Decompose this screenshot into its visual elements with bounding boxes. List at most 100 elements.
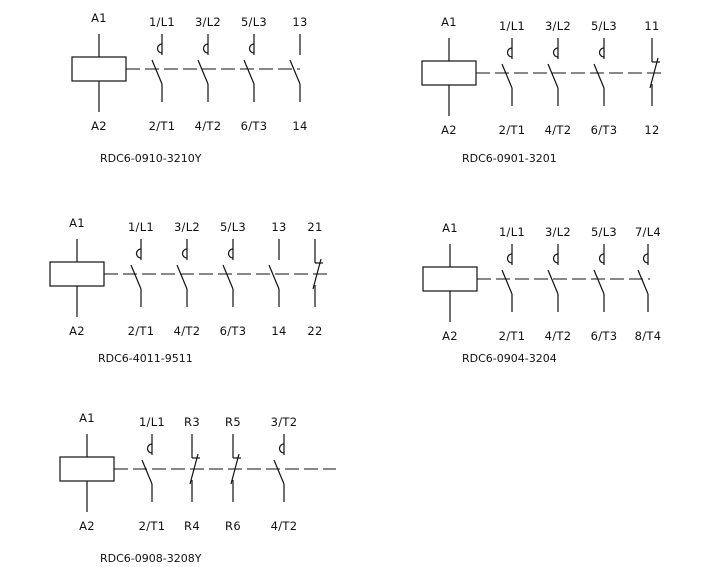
contact-label-top: 7/L4 — [635, 225, 661, 239]
contact-label-bottom: 2/T1 — [499, 123, 526, 137]
coil-box — [49, 261, 105, 287]
contact-blade — [637, 269, 649, 295]
diagram-caption: RDC6-4011-9511 — [98, 352, 193, 365]
arc-symbol — [598, 253, 605, 264]
contact-1: 1/L1 2/T1 — [139, 415, 166, 533]
contact-label-top: 11 — [644, 19, 659, 33]
contact-blade — [501, 269, 513, 295]
arc-symbol — [156, 43, 163, 54]
contact-label-top: 13 — [271, 220, 286, 234]
contact-1: 1/L1 2/T1 — [499, 19, 526, 137]
contact-label-bottom: 2/T1 — [128, 324, 155, 338]
contact-label-bottom: 6/T3 — [591, 329, 618, 343]
coil-label-top: A1 — [441, 15, 457, 29]
contact-label-bottom: 14 — [271, 324, 286, 338]
contact-blade — [189, 453, 199, 485]
diagram-3: A1A21/L12/T13/L24/T25/L36/T313142122RDC6… — [49, 216, 330, 365]
diagram-2: A1A21/L12/T13/L24/T25/L36/T31112RDC6-090… — [421, 15, 665, 165]
coil-box — [422, 266, 478, 292]
contact-label-top: R5 — [225, 415, 241, 429]
contact-label-bottom: R6 — [225, 519, 241, 533]
coil-box — [59, 456, 115, 482]
contact-blade — [547, 63, 559, 89]
arc-symbol — [642, 253, 649, 264]
contact-label-top: R3 — [184, 415, 200, 429]
coil-label-top: A1 — [442, 221, 458, 235]
diagram-caption: RDC6-0904-3204 — [462, 352, 557, 365]
contact-label-bottom: 6/T3 — [220, 324, 247, 338]
contact-1: 1/L1 2/T1 — [128, 220, 155, 338]
contact-blade — [141, 459, 153, 485]
diagram-caption: RDC6-0910-3210Y — [100, 152, 202, 165]
diagram-5: A1A21/L12/T1R3R4R5R63/T24/T2RDC6-0908-32… — [59, 411, 336, 565]
contact-2: 3/L24/T2 — [195, 15, 221, 133]
coil-label-top: A1 — [79, 411, 95, 425]
contact-label-top: 1/L1 — [128, 220, 154, 234]
contact-label-bottom: 8/T4 — [635, 329, 662, 343]
contact-4: 11 12 — [644, 19, 660, 137]
contact-blade — [197, 59, 209, 85]
contact-label-top: 3/T2 — [271, 415, 298, 429]
contact-label-bottom: 6/T3 — [591, 123, 618, 137]
arc-symbol — [248, 43, 255, 54]
contact-blade — [151, 59, 163, 85]
coil-box — [71, 56, 127, 82]
arc-symbol — [552, 47, 559, 58]
contact-label-bottom: 6/T3 — [241, 119, 268, 133]
coil-label-bottom: A2 — [91, 119, 107, 133]
contact-label-top: 13 — [292, 15, 307, 29]
arc-symbol — [278, 443, 285, 454]
contact-label-top: 1/L1 — [139, 415, 165, 429]
contact-label-top: 1/L1 — [499, 19, 525, 33]
contact-label-bottom: 4/T2 — [545, 123, 572, 137]
arc-symbol — [506, 253, 513, 264]
coil-label-top: A1 — [91, 11, 107, 25]
contact-1: 1/L1 2/T1 — [499, 225, 526, 343]
contact-label-top: 3/L2 — [174, 220, 200, 234]
contact-blade — [273, 459, 285, 485]
contact-blade — [230, 453, 240, 485]
contact-blade — [130, 264, 142, 290]
contact-label-bottom: 2/T1 — [139, 519, 166, 533]
contact-4: 3/T2 4/T2 — [271, 415, 298, 533]
arc-symbol — [506, 47, 513, 58]
diagram-caption: RDC6-0901-3201 — [462, 152, 557, 165]
contact-label-top: 3/L2 — [195, 15, 221, 29]
contact-3: 5/L3 6/T3 — [241, 15, 268, 133]
contact-2: 3/L24/T2 — [545, 225, 571, 343]
contact-label-top: 5/L3 — [591, 225, 617, 239]
contact-3: 5/L3 6/T3 — [220, 220, 247, 338]
contact-label-top: 1/L1 — [149, 15, 175, 29]
contact-2: 3/L24/T2 — [174, 220, 200, 338]
contact-label-bottom: R4 — [184, 519, 200, 533]
contact-4: 13 14 — [268, 220, 286, 338]
arc-symbol — [552, 253, 559, 264]
contact-blade — [593, 269, 605, 295]
contact-label-top: 3/L2 — [545, 19, 571, 33]
contact-blade — [547, 269, 559, 295]
contact-1: 1/L1 2/T1 — [149, 15, 176, 133]
contact-blade — [312, 258, 322, 290]
arc-symbol — [146, 443, 153, 454]
contact-label-bottom: 2/T1 — [149, 119, 176, 133]
contact-label-top: 21 — [307, 220, 322, 234]
contact-label-top: 5/L3 — [220, 220, 246, 234]
contact-label-top: 1/L1 — [499, 225, 525, 239]
coil-label-top: A1 — [69, 216, 85, 230]
arc-symbol — [202, 43, 209, 54]
contact-blade — [268, 264, 280, 290]
contact-label-bottom: 12 — [644, 123, 659, 137]
contact-blade — [289, 59, 301, 85]
arc-symbol — [135, 248, 142, 259]
coil-label-bottom: A2 — [79, 519, 95, 533]
contact-label-top: 5/L3 — [241, 15, 267, 29]
contact-label-bottom: 4/T2 — [271, 519, 298, 533]
contact-blade — [243, 59, 255, 85]
contact-blade — [649, 57, 659, 89]
contact-label-bottom: 2/T1 — [499, 329, 526, 343]
contact-3: 5/L36/T3 — [591, 19, 618, 137]
